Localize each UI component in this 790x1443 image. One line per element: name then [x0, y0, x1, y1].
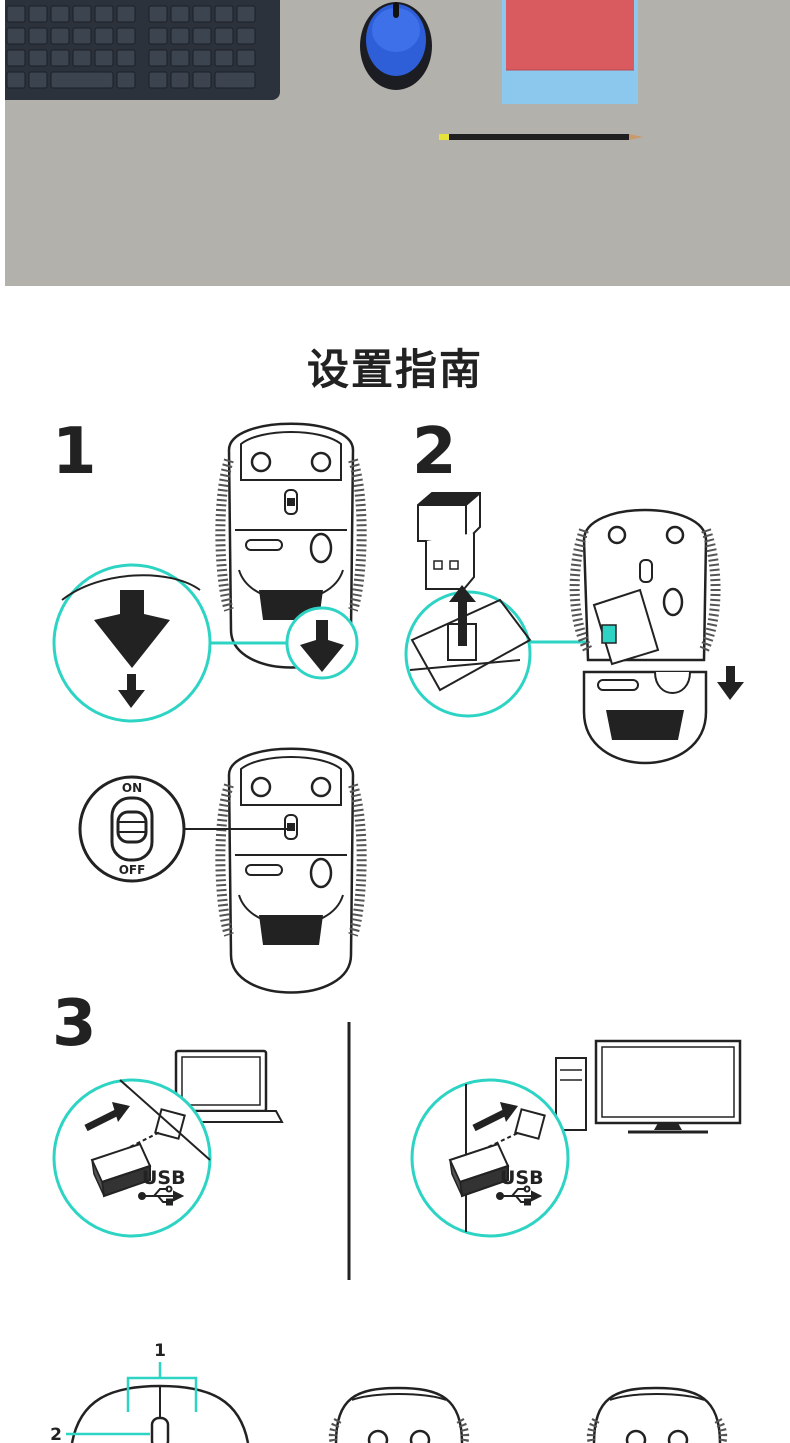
step2-magnifier	[404, 585, 605, 718]
arrow-up-icon	[449, 585, 476, 646]
usb-label-desktop: USB	[500, 1167, 544, 1189]
arrow-right-icon	[472, 1102, 518, 1132]
step2-receiver	[417, 492, 481, 590]
switch-on-label: ON	[122, 781, 142, 795]
step1-pull-tab-magnifier	[52, 563, 359, 723]
hero-photo	[5, 0, 790, 286]
step3-desktop	[555, 1039, 742, 1134]
step3-laptop-magnifier: USB	[52, 1078, 212, 1238]
power-switch-magnifier: ON OFF	[78, 775, 288, 883]
step2-mouse-open	[569, 508, 744, 765]
mouse-bottom-diagram-left	[328, 1386, 470, 1443]
arrow-down-icon	[717, 666, 744, 700]
callout-2: 2	[50, 1425, 62, 1443]
usb-label-laptop: USB	[142, 1167, 186, 1189]
step-number-3: 3	[52, 987, 97, 1061]
arrow-right-icon	[84, 1102, 130, 1132]
step3-desktop-magnifier: USB	[410, 1078, 570, 1238]
switch-off-label: OFF	[119, 863, 146, 877]
step1-mouse-switch	[220, 749, 361, 993]
mouse-image	[360, 2, 432, 90]
mouse-buttons-diagram: 1 2	[50, 1341, 250, 1443]
page-title: 设置指南	[306, 345, 483, 394]
step-number-1: 1	[52, 415, 97, 489]
step-number-2: 2	[412, 415, 457, 489]
keyboard-image	[5, 0, 280, 100]
callout-1: 1	[154, 1341, 166, 1361]
mouse-bottom-diagram-right	[586, 1386, 728, 1443]
notebook-image	[502, 0, 638, 104]
arrow-down-icon	[118, 674, 145, 708]
pencil-image	[439, 134, 643, 140]
